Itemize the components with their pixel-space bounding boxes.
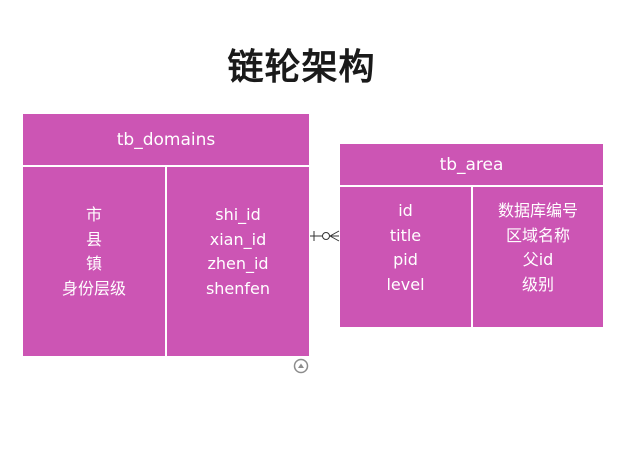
entity-tb-domains[interactable]: tb_domains 市 县 镇 身份层级 shi_id xian_id zhe… [22,113,310,357]
field-label: zhen_id [207,254,269,273]
field-label: 父id [522,250,554,269]
field-label: 区域名称 [505,225,570,245]
entity-right-column: 数据库编号 区域名称 父id 级别 [473,187,603,327]
field-label: title [389,225,422,245]
field-label: 数据库编号 [497,201,578,220]
field-label: 级别 [521,274,554,294]
field-label: level [386,274,425,294]
field-label: 身份层级 [61,278,126,298]
entity-right-column: shi_id xian_id zhen_id shenfen [167,167,309,356]
shape-handle-icon[interactable] [293,358,309,374]
field-label: shi_id [215,205,261,224]
field-label: xian_id [209,229,267,249]
entity-left-column: 市 县 镇 身份层级 [23,167,167,356]
field-label: 市 [85,205,102,224]
field-label: pid [393,250,418,269]
field-label: 镇 [85,254,102,273]
field-label: shenfen [205,278,271,298]
entity-left-column: id title pid level [340,187,473,327]
entity-name: tb_domains [23,114,309,167]
diagram-title: 链轮架构 [227,47,376,88]
entity-name: tb_area [340,144,603,187]
field-label: id [398,201,413,220]
entity-tb-area[interactable]: tb_area id title pid level 数据库编号 区域名称 父i… [339,143,604,328]
field-label: 县 [85,229,102,249]
